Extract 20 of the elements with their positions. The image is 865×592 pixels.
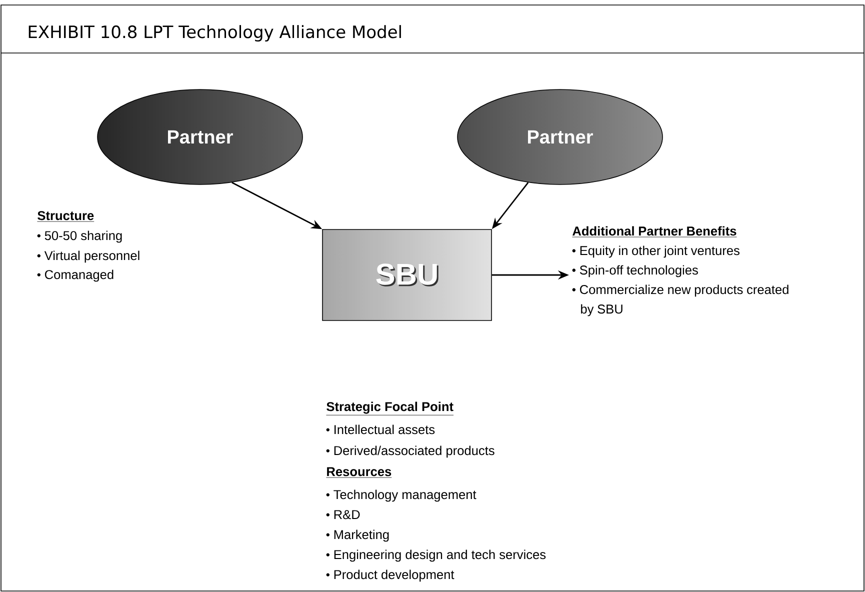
heading: Additional Partner Benefits xyxy=(572,226,737,238)
bullet-item: Technology management xyxy=(326,490,476,502)
bullet-item: Spin-off technologies xyxy=(572,265,698,278)
heading: Structure xyxy=(37,211,94,222)
bullet-item: Marketing xyxy=(326,530,389,542)
bullet-item: Commercialize new products created by SBU xyxy=(572,284,788,316)
bullet-item: Equity in other joint ventures xyxy=(572,246,740,258)
sbu-box: SBU xyxy=(322,229,492,321)
bullet-item: Product development xyxy=(326,570,454,582)
text-block xyxy=(572,226,788,316)
bullet-item: Derived/associated products xyxy=(326,446,494,458)
bullet-item: Virtual personnel xyxy=(37,250,140,263)
heading: Strategic Focal Point xyxy=(326,402,454,416)
bullet-item: R&D xyxy=(326,510,360,520)
heading: Resources xyxy=(326,467,392,478)
title: EXHIBIT 10.8 LPT Technology Alliance Model xyxy=(28,25,401,42)
bullet-item: Engineering design and tech services xyxy=(326,550,546,562)
bullet-item: Comanaged xyxy=(37,270,114,282)
bullet-item: Intellectual assets xyxy=(326,424,435,434)
bullet-item: 50-50 sharing xyxy=(37,230,122,243)
